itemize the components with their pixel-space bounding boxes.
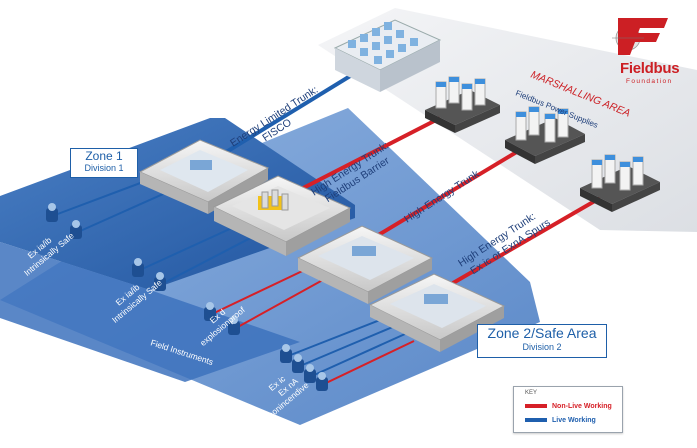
fieldbus-logo-icon [612,18,668,55]
zone1-floor-lower [0,242,300,382]
fisco-power-rack [333,19,442,92]
legend-swatch-live [525,418,547,422]
junction-box-zone2-a [296,225,434,304]
zone1-division: Division 1 [84,163,124,173]
legend-title: KEY [525,390,538,396]
zone1-title: Zone 1 [85,149,123,163]
instrument [304,364,316,383]
legend-live: Live Working [525,415,596,425]
energy-limited-trunk-cable [203,68,362,167]
legend-swatch-non-live [525,404,547,408]
logo-name: Fieldbus [620,60,680,77]
instrument [316,372,328,391]
instrument [228,316,240,335]
legend-non-live: Non-Live Working [525,401,612,411]
junction-box-zone2-b [368,273,506,352]
instrument [292,354,304,373]
legend-live-label: Live Working [552,416,596,424]
zone1-floor [0,118,355,290]
spur-cables [54,169,415,385]
instrument [132,258,144,277]
power-supply-2 [505,106,585,164]
legend-non-live-label: Non-Live Working [552,402,612,410]
zone2-title: Zone 2/Safe Area [487,325,597,341]
zone1-label: Zone 1 Division 1 [70,148,138,178]
instrument [154,272,166,291]
zone2-division: Division 2 [522,342,562,352]
power-supply-1 [425,76,500,133]
logo-subtitle: Foundation [626,78,673,85]
instrument [46,203,58,222]
junction-box-barrier [212,175,352,256]
field-instruments [46,203,328,391]
zone2-label: Zone 2/Safe Area Division 2 [477,324,607,358]
instrument [70,220,82,239]
power-supply-3 [580,154,660,212]
instrument [280,344,292,363]
instrument [204,302,216,321]
legend-key: KEY Non-Live Working Live Working [513,386,623,433]
